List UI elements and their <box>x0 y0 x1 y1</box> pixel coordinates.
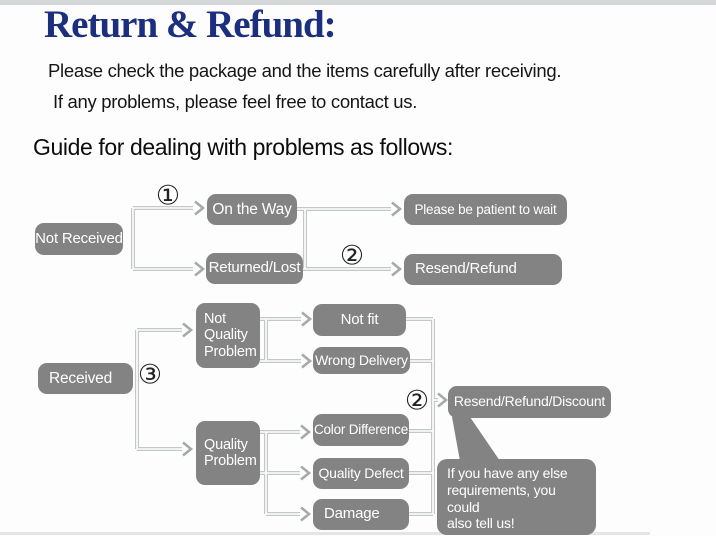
node-resend-refund-discount: Resend/Refund/Discount <box>448 386 611 418</box>
node-quality-problem: Quality Problem <box>196 421 260 485</box>
node-resend-refund: Resend/Refund <box>404 254 562 285</box>
node-color-difference: Color Difference <box>313 414 409 446</box>
node-be-patient: Please be patient to wait <box>404 194 567 225</box>
speech-bubble-note: If you have any else requirements, you c… <box>437 459 596 535</box>
node-not-received: Not Received <box>35 223 123 255</box>
speech-bubble-tail <box>452 417 500 461</box>
node-returned-lost: Returned/Lost <box>206 253 303 284</box>
connector-pipes-inner <box>132 207 438 515</box>
node-wrong-delivery: Wrong Delivery <box>313 347 410 374</box>
top-border-strip <box>0 0 716 5</box>
step-marker-1: ① <box>155 180 181 212</box>
guide-heading: Guide for dealing with problems as follo… <box>33 134 454 160</box>
node-quality-defect: Quality Defect <box>313 458 409 489</box>
intro-line-1: Please check the package and the items c… <box>48 60 562 81</box>
node-on-the-way: On the Way <box>207 194 297 225</box>
step-marker-3: ③ <box>137 359 163 391</box>
node-received: Received <box>38 363 133 394</box>
node-damage: Damage <box>313 499 409 530</box>
step-marker-2-top: ② <box>339 240 365 272</box>
page-title: Return & Refund: <box>44 3 337 46</box>
arrow-chevrons <box>182 200 449 522</box>
step-marker-2-bottom: ② <box>404 385 430 417</box>
intro-line-2: If any problems, please feel free to con… <box>53 91 418 112</box>
node-not-quality-problem: Not Quality Problem <box>196 303 260 368</box>
node-not-fit: Not fit <box>313 304 406 336</box>
bottom-border-strip <box>0 532 650 535</box>
